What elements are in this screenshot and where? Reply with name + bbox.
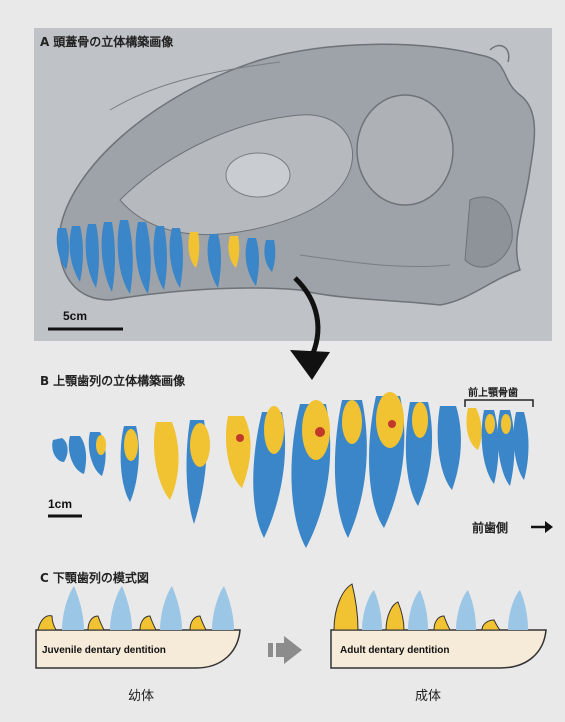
premaxillary-bracket [465,400,533,407]
scale-label-b: 1cm [48,497,72,511]
direction-label: 前歯側 [472,519,508,536]
premaxillary-label: 前上顎骨歯 [468,384,518,399]
arrow-right-icon [531,521,553,533]
juvenile-box-label: Juvenile dentary dentition [42,645,166,656]
juvenile-caption: 幼体 [128,685,154,704]
dentition-transition-arrow [268,636,302,664]
panel-c-title: C 下顎歯列の模式図 [40,569,149,586]
panel-c-letter: C [40,571,49,585]
adult-box-label: Adult dentary dentition [340,645,449,656]
scale-label-a: 5cm [63,309,87,323]
maxillary-teeth [52,392,528,548]
panel-a-title: A 頭蓋骨の立体構築画像 [40,33,173,50]
panel-b-title: B 上顎歯列の立体構築画像 [40,372,185,389]
panel-c-title-text: 下顎歯列の模式図 [53,571,149,585]
panel-a-letter: A [40,35,49,49]
panel-b-title-text: 上顎歯列の立体構築画像 [53,374,185,388]
panel-a-title-text: 頭蓋骨の立体構築画像 [53,35,173,49]
adult-caption: 成体 [415,685,441,704]
panel-b-letter: B [40,374,49,388]
